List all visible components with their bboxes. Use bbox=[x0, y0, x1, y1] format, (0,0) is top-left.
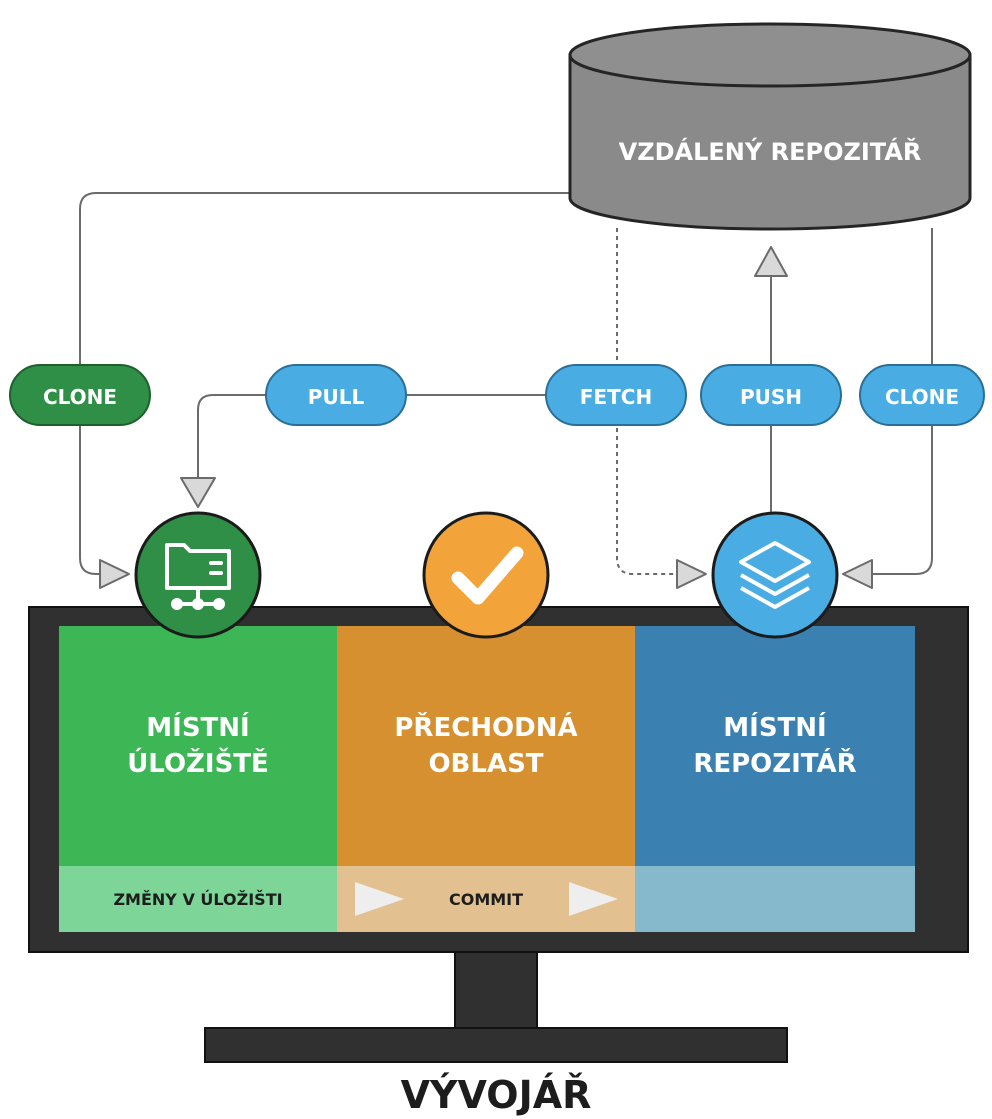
remote-repository-body bbox=[568, 53, 972, 231]
developer-label: VÝVOJÁŘ bbox=[401, 1073, 592, 1117]
working-directory-footer-label: ZMĚNY V ÚLOŽIŠTI bbox=[113, 890, 282, 909]
commit-label: COMMIT bbox=[449, 890, 523, 909]
arrow-into-working-dir-left bbox=[99, 559, 130, 589]
check-icon bbox=[451, 546, 524, 605]
clone-left-pill: CLONE bbox=[9, 364, 151, 426]
pull-label: PULL bbox=[308, 385, 365, 409]
remote-repository-top bbox=[568, 22, 972, 88]
working-directory-footer bbox=[59, 866, 337, 932]
clone-right-pill: CLONE bbox=[859, 364, 985, 426]
arrow-into-local-repo-right bbox=[842, 559, 873, 589]
monitor-stand-neck bbox=[454, 949, 538, 1029]
working-directory-panel bbox=[59, 626, 337, 866]
remote-repository: VZDÁLENÝ REPOZITÁŘ bbox=[568, 22, 972, 231]
pull-fetch-line bbox=[197, 394, 617, 478]
clone-right-label: CLONE bbox=[885, 385, 959, 409]
staging-area-title-line2: OBLAST bbox=[428, 749, 543, 779]
working-directory-title-line2: ÚLOŽIŠTĚ bbox=[127, 747, 269, 779]
arrow-into-local-repo-left bbox=[676, 559, 707, 589]
push-pill: PUSH bbox=[700, 364, 842, 426]
commit-arrow-left bbox=[355, 882, 404, 916]
local-repository-footer bbox=[635, 866, 915, 932]
staging-area-panel bbox=[337, 626, 635, 866]
local-repository-panel bbox=[635, 626, 915, 866]
arrow-into-working-dir-top bbox=[180, 477, 216, 508]
remote-repository-label: VZDÁLENÝ REPOZITÁŘ bbox=[619, 136, 922, 166]
local-repository-title-line1: MÍSTNÍ bbox=[723, 711, 826, 743]
layers-icon bbox=[739, 541, 811, 609]
clone-left-label: CLONE bbox=[43, 385, 117, 409]
local-repository-title-line2: REPOZITÁŘ bbox=[693, 747, 856, 779]
fetch-pill: FETCH bbox=[545, 364, 687, 426]
monitor: MÍSTNÍ ÚLOŽIŠTĚ PŘECHODNÁ OBLAST MÍSTNÍ … bbox=[28, 606, 969, 1063]
working-directory-title-line1: MÍSTNÍ bbox=[146, 711, 249, 743]
arrowheads bbox=[99, 246, 873, 589]
commit-arrow-right bbox=[569, 882, 618, 916]
pull-pill: PULL bbox=[265, 364, 407, 426]
staging-area-badge bbox=[422, 511, 550, 639]
staging-area-title-line1: PŘECHODNÁ bbox=[394, 711, 577, 743]
clone-right-line bbox=[872, 228, 933, 575]
push-label: PUSH bbox=[740, 385, 802, 409]
fetch-dotted-line bbox=[616, 228, 677, 575]
operation-labels: CLONE PULL FETCH PUSH CLONE bbox=[9, 364, 985, 426]
arrow-into-remote-repo bbox=[754, 246, 788, 277]
folder-network-icon bbox=[165, 543, 231, 610]
working-directory-badge bbox=[134, 511, 262, 639]
local-repository-badge bbox=[711, 511, 839, 639]
monitor-stand-base bbox=[204, 1027, 788, 1063]
fetch-label: FETCH bbox=[580, 385, 652, 409]
